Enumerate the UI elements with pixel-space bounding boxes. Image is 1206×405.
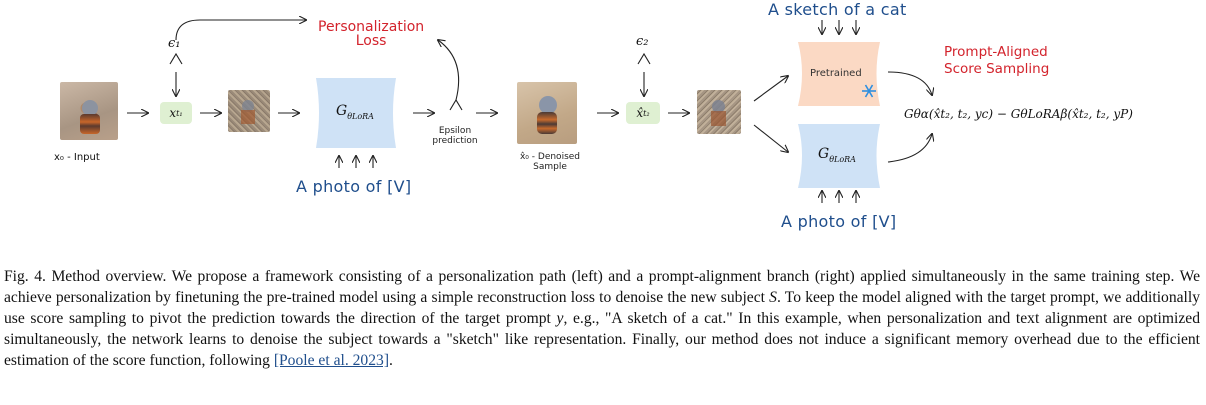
arrow-eps-pred-to-loss — [438, 40, 460, 101]
figure-arrows — [127, 0, 1206, 203]
arrow-to-lora2 — [753, 124, 788, 152]
arrow-to-pretrained — [753, 76, 788, 102]
prompt-aligned-label: Prompt-Aligned Score Sampling — [944, 44, 1050, 77]
input-label: x₀ - Input — [54, 152, 100, 163]
prompt-photo-left: A photo of [V] — [296, 177, 412, 196]
pretrained-model-shape — [798, 42, 880, 106]
denoised-label: x̂₀ - Denoised Sample — [519, 152, 581, 172]
arrow-lora-to-score — [887, 134, 932, 163]
lora-model-label: GθLoRA — [336, 103, 374, 121]
caption-prompt-var: y — [556, 310, 564, 327]
pretrained-label: Pretrained — [810, 68, 862, 79]
caption-text-3: , e.g., "A sketch of a cat." In this exa… — [4, 310, 1200, 369]
denoised-photo — [517, 82, 577, 144]
arrow-to-personalization-loss — [175, 20, 306, 41]
epsilon-prediction-label: Epsilon prediction — [432, 126, 478, 146]
citation-link[interactable]: [Poole et al. 2023] — [273, 352, 390, 369]
epsilon-1-label: ϵ₁ — [168, 36, 181, 51]
noisy-photo-1 — [228, 90, 270, 132]
lora-model-right-label: GθLoRA — [818, 146, 856, 164]
prompt-sketch: A sketch of a cat — [768, 0, 907, 19]
snowflake-icon — [862, 84, 876, 98]
figure-caption: Fig. 4. Method overview. We propose a fr… — [4, 266, 1200, 371]
caption-fig-label: Fig. 4. — [4, 268, 46, 285]
caption-text-2: . To keep the model aligned with the tar… — [4, 289, 1200, 327]
caption-text-4: . — [389, 352, 393, 369]
input-photo — [60, 82, 118, 140]
lora-model-right-shape — [798, 124, 880, 188]
lora-model-shape — [316, 78, 396, 148]
caption-text-1: Method overview. We propose a framework … — [4, 268, 1200, 306]
epsilon-2-label: ϵ₂ — [636, 34, 649, 49]
prompt-photo-right: A photo of [V] — [781, 212, 897, 231]
caption-subject-var: S — [769, 289, 777, 306]
arrow-pretrained-to-score — [887, 71, 932, 95]
noisy-latent-xt2: x̂t₂ — [626, 102, 660, 124]
score-formula: Gθα(x̂t₂, t₂, yc) − GθLoRAβ(x̂t₂, t₂, yP… — [904, 107, 1133, 121]
personalization-loss-label: Personalization Loss — [318, 19, 425, 49]
noisy-photo-2 — [697, 90, 741, 134]
